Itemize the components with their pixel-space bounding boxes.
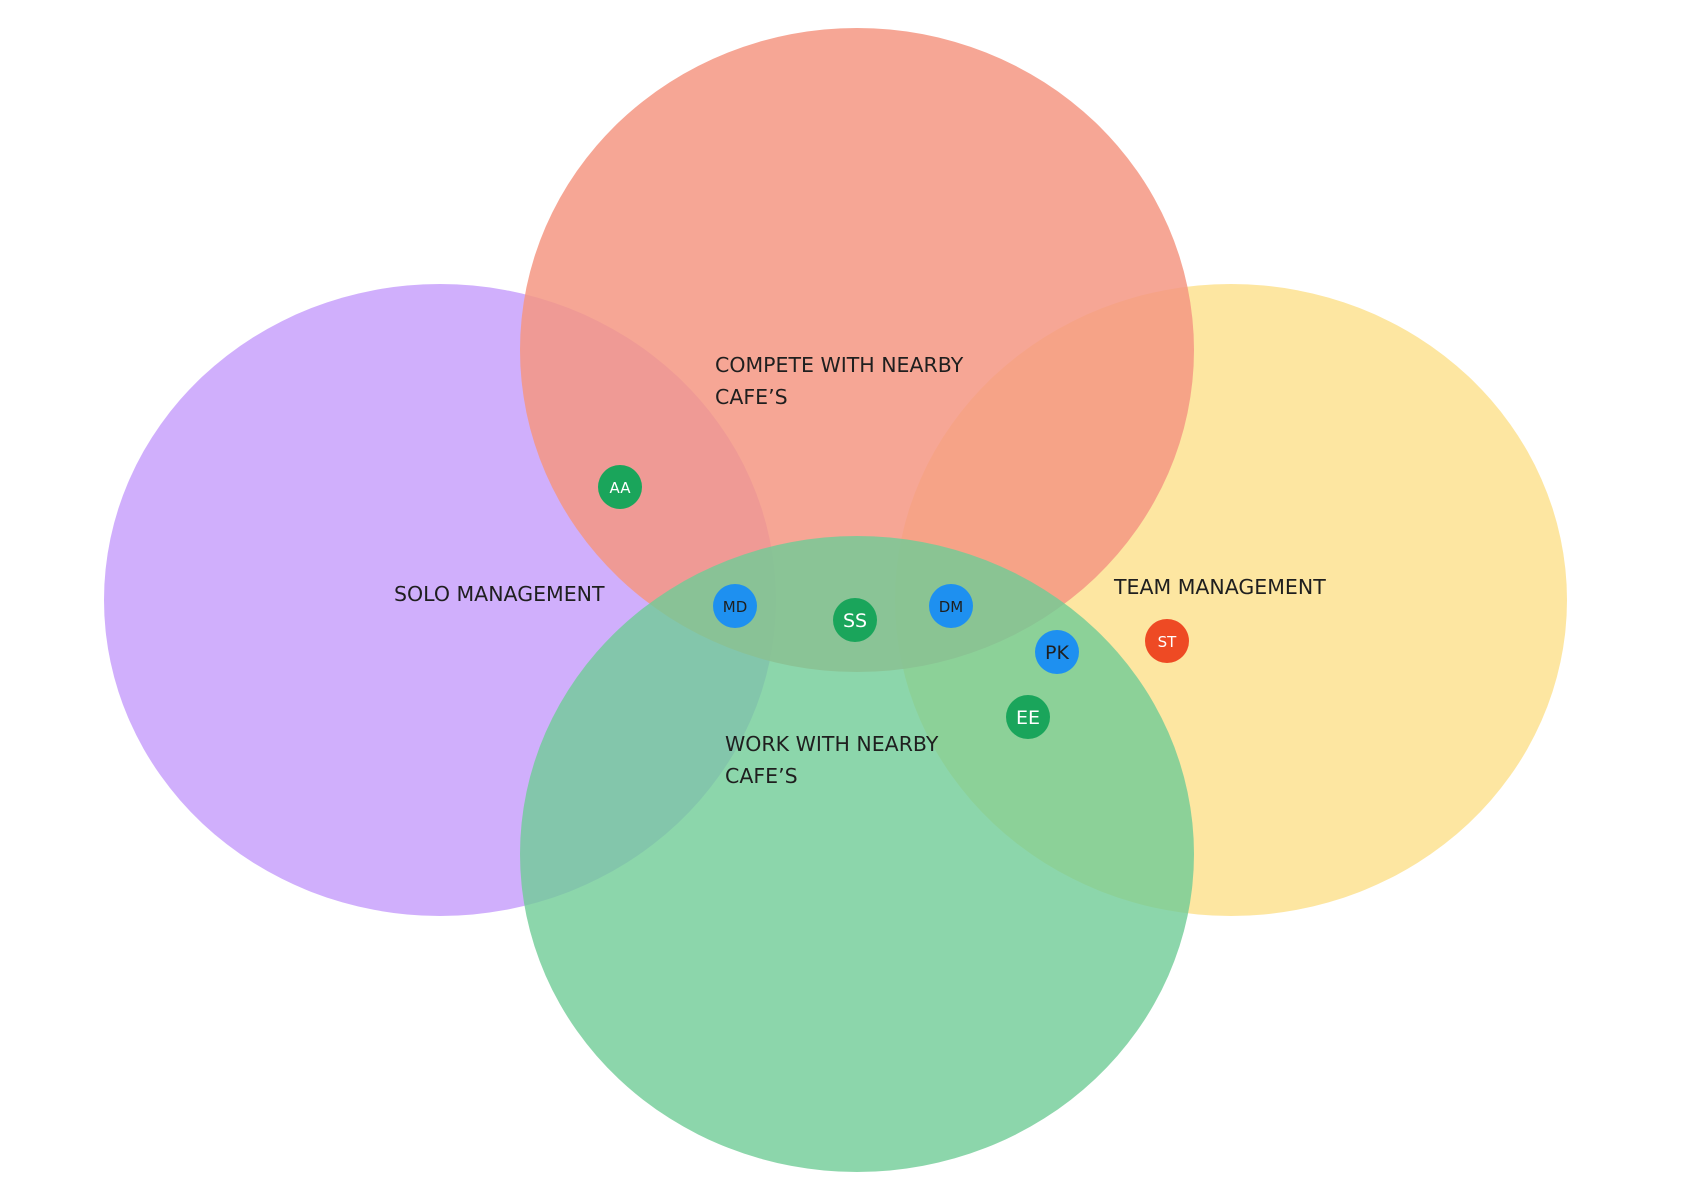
member-badge-dm-circle: [929, 584, 973, 628]
member-badge-dm-initials: DM: [939, 598, 964, 616]
member-badge-ee[interactable]: EE: [1006, 695, 1050, 739]
member-badge-st[interactable]: ST: [1145, 619, 1189, 663]
member-badge-ss-circle: [833, 598, 877, 642]
member-badge-ss-initials: SS: [843, 610, 867, 632]
member-badge-st-initials: ST: [1158, 633, 1178, 651]
set-label-compete: COMPETE WITH NEARBY CAFE’S: [715, 353, 970, 409]
member-badge-md[interactable]: MD: [713, 584, 757, 628]
member-badge-ee-circle: [1006, 695, 1050, 739]
member-badge-st-circle: [1145, 619, 1189, 663]
set-label-solo: SOLO MANAGEMENT: [394, 582, 605, 606]
member-badge-ee-initials: EE: [1016, 707, 1040, 729]
set-ellipse-work: [520, 536, 1194, 1172]
member-badge-ss[interactable]: SS: [833, 598, 877, 642]
member-badge-pk-circle: [1035, 630, 1079, 674]
member-badge-md-initials: MD: [723, 598, 748, 616]
set-label-team: TEAM MANAGEMENT: [1113, 575, 1326, 599]
member-badge-aa-initials: AA: [610, 479, 632, 497]
member-badge-md-circle: [713, 584, 757, 628]
member-badge-pk[interactable]: PK: [1035, 630, 1079, 674]
member-badge-aa[interactable]: AA: [598, 465, 642, 509]
set-label-work: WORK WITH NEARBY CAFE’S: [725, 732, 945, 788]
member-badge-dm[interactable]: DM: [929, 584, 973, 628]
member-badge-aa-circle: [598, 465, 642, 509]
set-ellipse-compete: [520, 28, 1194, 672]
member-badge-pk-initials: PK: [1045, 642, 1069, 664]
